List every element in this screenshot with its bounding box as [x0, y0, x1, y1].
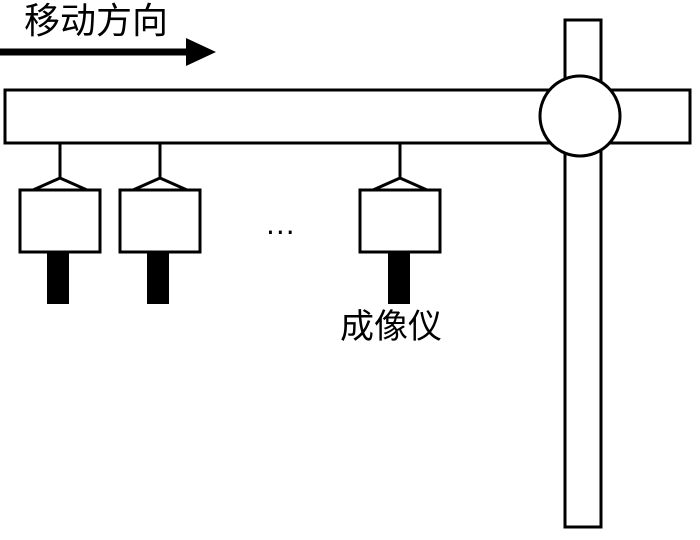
pivot-joint: [538, 74, 622, 158]
direction-arrow: [0, 38, 216, 66]
direction-arrow-head: [186, 38, 216, 66]
imager-3-lens: [388, 252, 410, 304]
imager-ellipsis: ...: [266, 208, 296, 241]
imager-2-mount: [132, 176, 188, 192]
imager-3-body: [358, 188, 442, 254]
imager-1-mount: [32, 176, 88, 192]
imager-1-lens: [47, 252, 69, 304]
imager-1-body: [18, 188, 102, 254]
imager-2-body: [118, 188, 202, 254]
imager-label: 成像仪: [340, 307, 442, 347]
imager-2: [118, 143, 202, 304]
imager-3: [358, 143, 442, 304]
imager-3-mount: [372, 176, 428, 192]
direction-label: 移动方向: [24, 1, 169, 42]
imager-2-lens: [147, 252, 169, 304]
imager-1: [18, 143, 102, 304]
